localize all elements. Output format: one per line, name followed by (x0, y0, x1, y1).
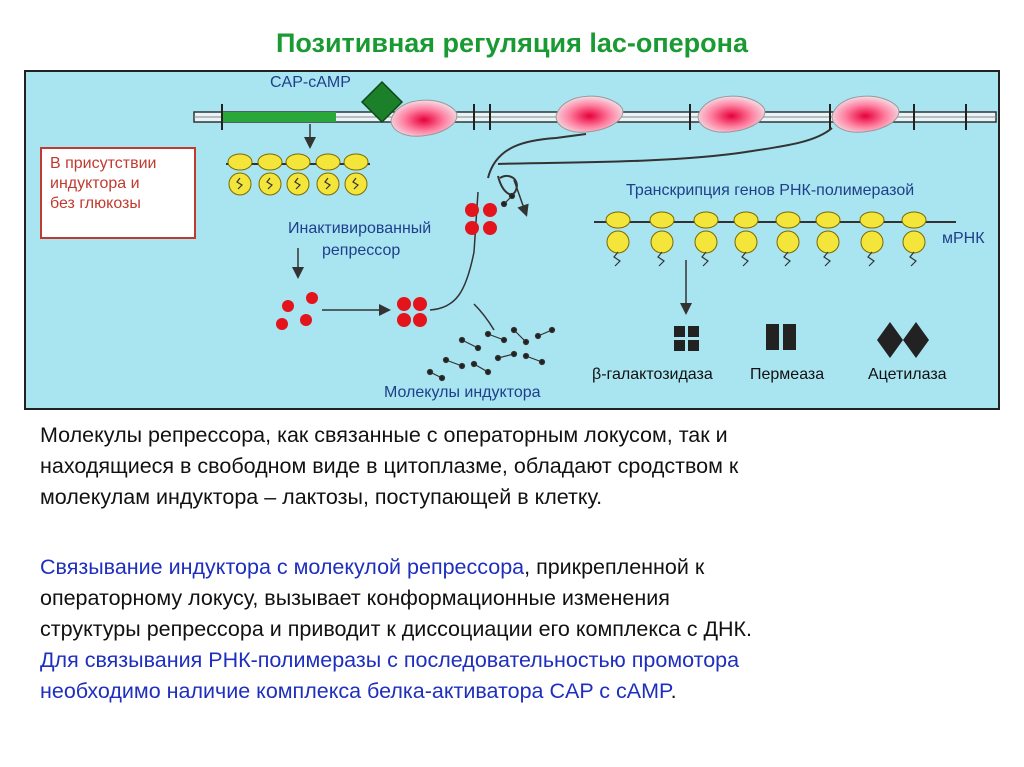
ribosome-chain-right (594, 211, 956, 267)
cap-camp-label: CAP-cAMP (270, 74, 351, 91)
permease-shape (766, 324, 796, 350)
highlight-text: Связывание индуктора с молекулой репресс… (40, 555, 525, 579)
permease-label: Пермеаза (750, 366, 825, 383)
beta-galactosidase-shape (674, 326, 699, 351)
condition-line: индуктора и (50, 175, 140, 192)
slide-title: Позитивная регуляция lac-оперона (276, 28, 748, 58)
paragraph-line: молекулам индуктора – лактозы, поступающ… (40, 485, 603, 509)
paragraph-line: операторному локусу, вызывает конформаци… (40, 586, 670, 610)
condition-box: В присутствии индуктора и без глюкозы (40, 147, 196, 239)
paragraph-2: Связывание индуктора с молекулой репресс… (40, 552, 1000, 707)
diagram-svg (193, 80, 997, 382)
rna-polymerases (390, 95, 900, 137)
operon-diagram: В присутствии индуктора и без глюкозы CA… (24, 70, 1000, 410)
paragraph-line: Для связывания РНК-полимеразы с последов… (40, 648, 740, 672)
plain-text: , прикрепленной к (524, 555, 705, 579)
acetylase-label: Ацетилаза (868, 366, 947, 383)
paragraph-1: Молекулы репрессора, как связанные с опе… (40, 420, 1000, 513)
inducer-molecules-label: Молекулы индуктора (384, 384, 541, 401)
paragraph-line: Связывание индуктора с молекулой репресс… (40, 552, 1000, 583)
repressor-chain-left (226, 153, 370, 196)
inducer-molecules (426, 192, 556, 382)
plain-text: . (670, 679, 677, 703)
condition-line: В присутствии (50, 155, 157, 172)
paragraph-line: необходимо наличие комплекса белка-актив… (40, 676, 1000, 707)
inactivated-repressor-label-1: Инактивированный (288, 220, 432, 237)
highlight-text: необходимо наличие комплекса белка-актив… (40, 679, 671, 703)
paragraph-line: структуры репрессора и приводит к диссоц… (40, 617, 753, 641)
repressor-dots (276, 203, 497, 330)
paragraph-line: находящиеся в свободном виде в цитоплазм… (40, 454, 739, 478)
mrna-label: мРНК (942, 230, 985, 247)
cap-camp-diamond (360, 80, 404, 124)
condition-line: без глюкозы (50, 195, 141, 212)
inactivated-repressor-label-2: репрессор (322, 242, 401, 259)
mrna-strand (487, 127, 833, 179)
beta-galactosidase-label: β-галактозидаза (592, 366, 713, 383)
acetylase-shape (877, 322, 929, 358)
promoter-region (222, 112, 336, 122)
transcription-label: Транскрипция генов РНК-полимеразой (626, 182, 915, 199)
paragraph-line: Молекулы репрессора, как связанные с опе… (40, 423, 728, 447)
